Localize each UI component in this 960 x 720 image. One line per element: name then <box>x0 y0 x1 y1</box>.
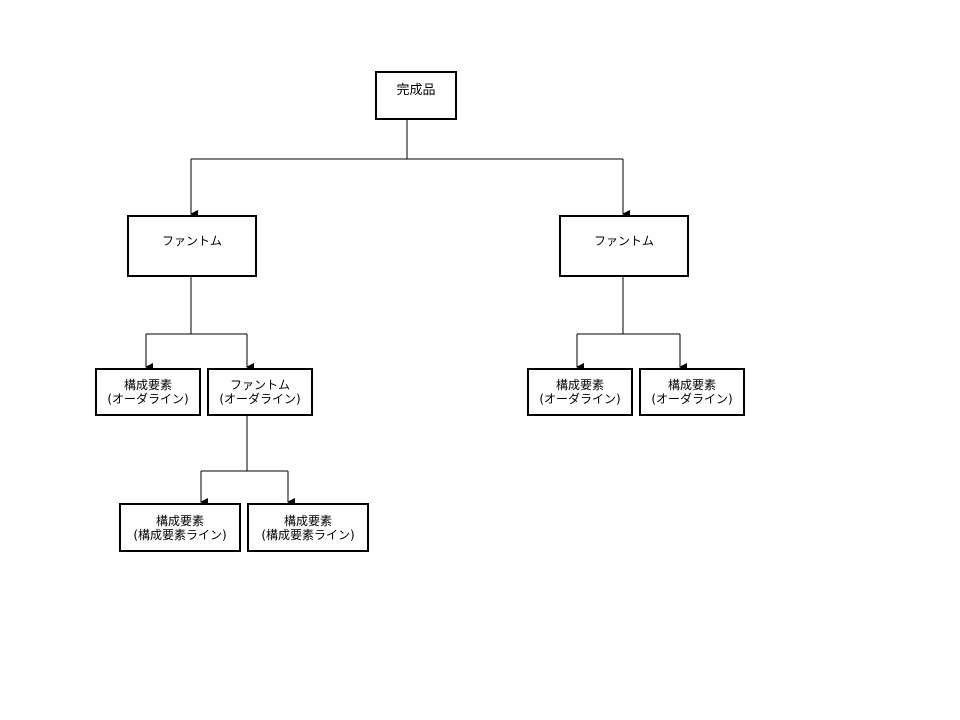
node-label-line2: (オーダライン) <box>107 392 189 406</box>
node-label-line1: 構成要素 <box>283 513 332 528</box>
node-label-line1: ファントム <box>229 378 290 392</box>
node-label: 完成品 <box>396 82 436 98</box>
node-subcomponent-1: 構成要素 (構成要素ライン) <box>119 503 241 552</box>
node-label-line2: (構成要素ライン) <box>133 527 227 542</box>
connector-root-to-phantoms <box>191 120 623 160</box>
node-phantom-left: ファントム <box>127 215 257 277</box>
node-phantom-right: ファントム <box>559 215 689 277</box>
node-label-line2: (オーダライン) <box>651 392 733 406</box>
node-component-right-2: 構成要素 (オーダライン) <box>639 368 745 416</box>
node-label-line2: (オーダライン) <box>219 392 301 406</box>
connector-phantom-child-to-subcomponents <box>201 416 288 472</box>
node-label-line1: 構成要素 <box>123 378 172 392</box>
node-finished-product: 完成品 <box>375 71 457 120</box>
node-label-line2: (構成要素ライン) <box>261 527 355 542</box>
node-phantom-child: ファントム (オーダライン) <box>207 368 313 416</box>
node-label-line1: 構成要素 <box>155 513 204 528</box>
connector-phantom-left-to-children <box>146 277 247 335</box>
node-component-left-1: 構成要素 (オーダライン) <box>95 368 201 416</box>
node-label-line1: 構成要素 <box>555 378 604 392</box>
connector-phantom-right-to-children <box>577 277 680 335</box>
node-label: ファントム <box>161 234 222 248</box>
node-label: ファントム <box>593 234 654 248</box>
node-label-line2: (オーダライン) <box>539 392 621 406</box>
node-subcomponent-2: 構成要素 (構成要素ライン) <box>247 503 369 552</box>
node-label-line1: 構成要素 <box>667 378 716 392</box>
node-component-right-1: 構成要素 (オーダライン) <box>527 368 633 416</box>
